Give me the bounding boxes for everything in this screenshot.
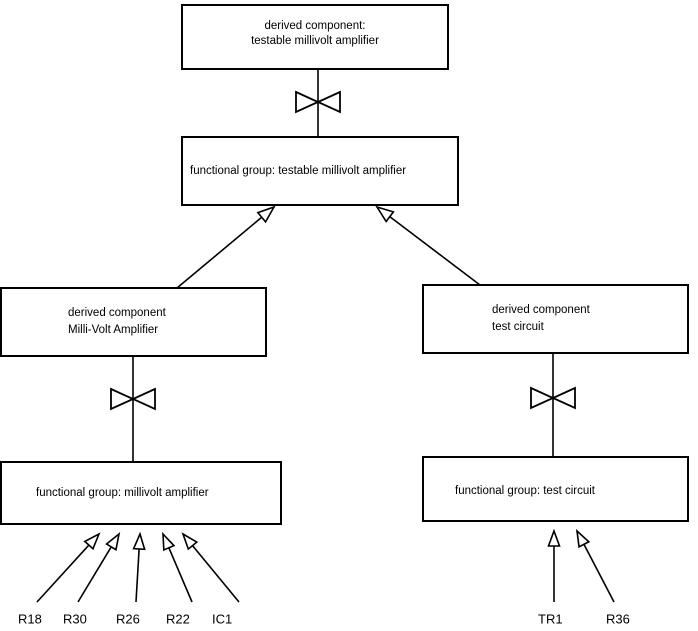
- functional-group-millivolt-amplifier-box-text-line-0: functional group: millivolt amplifier: [36, 487, 209, 499]
- generalization-arrow-test-circuit-head: [375, 205, 395, 223]
- leaf-label-tr1-group: TR1: [538, 528, 563, 626]
- derived-component-test-circuit-box-text-line-1: test circuit: [492, 321, 545, 333]
- functional-group-test-circuit-box[interactable]: functional group: test circuit: [422, 456, 689, 522]
- leaf-label-r22-group: R22: [162, 531, 193, 626]
- realization-connector-right-bowtie-left: [530, 386, 556, 410]
- generalization-arrow-test-circuit: [375, 205, 481, 286]
- derived-component-milli-volt-amplifier-box-text-line-0: derived component: [68, 307, 167, 319]
- leaf-label-ic1-group: IC1: [181, 532, 240, 626]
- leaf-label-r36-arrow-head: [575, 528, 591, 549]
- derived-component-test-circuit-box-text-line-0: derived component: [492, 304, 591, 316]
- realization-connector-top-bowtie-right: [315, 90, 341, 114]
- functional-group-testable-millivolt-amplifier-box-text-line-0: functional group: testable millivolt amp…: [190, 165, 406, 177]
- derived-component-testable-millivolt-amplifier-box[interactable]: derived component: testable millivolt am…: [181, 4, 449, 70]
- generalization-arrow-milli-volt-amplifier-head: [256, 205, 276, 224]
- leaf-label-tr1: TR1: [538, 611, 563, 626]
- realization-connector-top-bowtie-left: [295, 90, 321, 114]
- functional-group-test-circuit-box-rect[interactable]: [422, 456, 689, 522]
- box-layer: derived component: testable millivolt am…: [0, 4, 689, 525]
- realization-connector-right: [530, 353, 576, 457]
- leaf-label-ic1-arrow-shaft: [191, 545, 240, 603]
- leaf-label-r22-arrow-head: [162, 531, 176, 552]
- leaf-label-r18-arrow-head: [83, 532, 101, 551]
- leaf-label-r36: R36: [606, 611, 630, 626]
- realization-connector-top: [295, 69, 341, 137]
- leaf-label-r18: R18: [18, 611, 42, 626]
- generalization-arrow-milli-volt-amplifier: [176, 205, 276, 289]
- leaf-label-r22-arrow-shaft: [168, 547, 193, 603]
- leaf-label-r30-arrow-shaft: [77, 546, 112, 603]
- functional-group-millivolt-amplifier-box-rect[interactable]: [0, 461, 282, 525]
- leaf-label-r30-arrow-head: [105, 532, 121, 551]
- realization-connector-left: [110, 356, 156, 462]
- realization-connector-left-bowtie-left: [110, 387, 136, 411]
- leaf-label-r30: R30: [63, 611, 87, 626]
- derived-component-testable-millivolt-amplifier-box-text-line-1: testable millivolt amplifier: [251, 35, 379, 47]
- leaf-layer: R18 R30 R26 R22 IC1 TR1 R36: [18, 528, 630, 626]
- leaf-label-r26-group: R26: [116, 531, 146, 626]
- leaf-label-r26-arrow-head: [132, 531, 146, 551]
- leaf-label-r18-arrow-shaft: [36, 544, 90, 603]
- derived-component-test-circuit-box[interactable]: derived component test circuit: [422, 284, 689, 354]
- leaf-label-r18-group: R18: [18, 532, 101, 626]
- leaf-label-r22: R22: [166, 611, 190, 626]
- realization-connector-right-bowtie-right: [550, 386, 576, 410]
- functional-group-testable-millivolt-amplifier-box[interactable]: functional group: testable millivolt amp…: [181, 136, 459, 206]
- derived-component-milli-volt-amplifier-box-rect[interactable]: [0, 287, 267, 357]
- leaf-label-r26: R26: [116, 611, 140, 626]
- derived-component-testable-millivolt-amplifier-box-rect[interactable]: [181, 4, 449, 70]
- leaf-label-tr1-arrow-head: [547, 528, 561, 547]
- leaf-label-r36-group: R36: [575, 528, 630, 626]
- generalization-arrow-milli-volt-amplifier-shaft: [176, 216, 263, 289]
- realization-connector-left-bowtie-right: [130, 387, 156, 411]
- leaf-label-ic1-arrow-head: [181, 532, 199, 551]
- derived-component-testable-millivolt-amplifier-box-text-line-0: derived component:: [264, 20, 365, 32]
- generalization-arrow-test-circuit-shaft: [389, 216, 481, 286]
- leaf-label-r30-group: R30: [63, 532, 121, 626]
- functional-group-millivolt-amplifier-box[interactable]: functional group: millivolt amplifier: [0, 461, 282, 525]
- leaf-label-r36-arrow-shaft: [583, 543, 615, 603]
- derived-component-test-circuit-box-rect[interactable]: [422, 284, 689, 354]
- functional-group-test-circuit-box-text-line-0: functional group: test circuit: [455, 485, 596, 497]
- derived-component-milli-volt-amplifier-box-text-line-1: Milli-Volt Amplifier: [68, 324, 158, 336]
- arrow-layer: [176, 205, 481, 289]
- leaf-label-ic1: IC1: [212, 611, 232, 626]
- connector-layer: [110, 69, 576, 462]
- leaf-label-r26-arrow-shaft: [135, 548, 140, 603]
- functional-group-testable-millivolt-amplifier-box-rect[interactable]: [181, 136, 459, 206]
